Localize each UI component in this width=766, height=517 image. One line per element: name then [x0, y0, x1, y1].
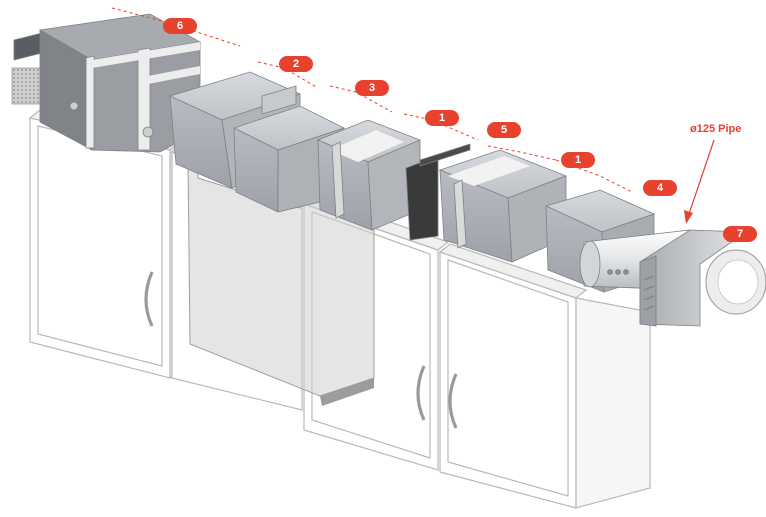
cabinet-handle	[144, 271, 154, 327]
badge-label: 5	[501, 124, 507, 136]
badge-label: 1	[439, 112, 445, 124]
pipe-callout-label: ø125 Pipe	[690, 123, 741, 135]
badge: 2	[279, 56, 313, 72]
badge: 4	[643, 180, 677, 196]
duct-connector-5	[405, 143, 471, 241]
badge-label: 2	[293, 58, 299, 70]
badge-label: 4	[657, 182, 664, 194]
badge: 7	[723, 226, 757, 242]
badge-label: 7	[737, 228, 743, 240]
badge-label: 6	[177, 20, 183, 32]
badge: 6	[163, 18, 197, 34]
mvhr-unit	[11, 13, 202, 153]
badge-label: 1	[575, 154, 581, 166]
badge: 1	[425, 110, 459, 126]
cabinet-right	[438, 243, 651, 509]
badge: 1	[561, 152, 595, 168]
badge: 3	[355, 80, 389, 96]
badge: 5	[487, 122, 521, 138]
cabinet-handle	[448, 373, 458, 429]
badge-label: 3	[369, 82, 375, 94]
external-hood-7	[639, 229, 766, 327]
duct-section-1a	[316, 119, 422, 231]
cabinet-handle	[416, 365, 426, 421]
callout-arrow	[684, 139, 715, 224]
duct-assembly	[11, 13, 766, 327]
